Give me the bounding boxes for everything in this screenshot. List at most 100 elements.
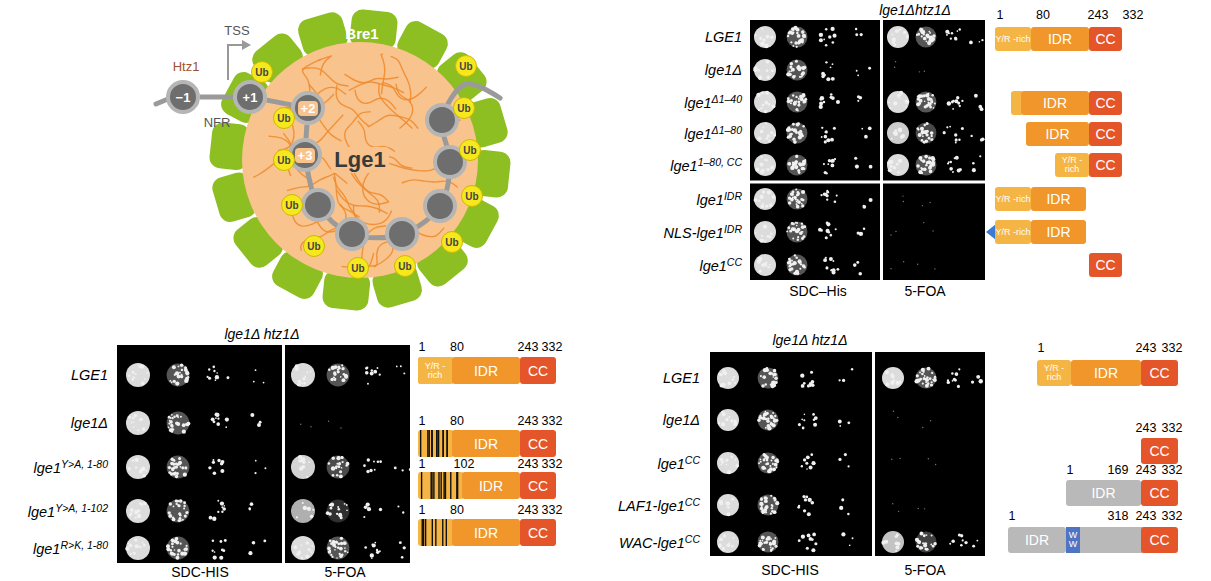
yeast-colony bbox=[135, 458, 139, 462]
node-text: Ub bbox=[277, 113, 290, 124]
yeast-colony bbox=[134, 538, 137, 541]
yeast-colony bbox=[184, 547, 188, 551]
yeast-colony bbox=[767, 469, 771, 473]
yeast-colony bbox=[298, 380, 301, 383]
yeast-colony bbox=[175, 381, 179, 385]
node-text: CC bbox=[1149, 532, 1169, 548]
residue-number: 243 bbox=[518, 414, 539, 428]
yeast-spot bbox=[167, 412, 190, 435]
yeast-colony bbox=[763, 127, 765, 129]
yeast-colony bbox=[863, 227, 866, 230]
coiled-coil-domain: CC bbox=[520, 430, 556, 457]
yeast-colony bbox=[221, 510, 223, 512]
yeast-colony bbox=[861, 128, 863, 130]
yeast-colony bbox=[869, 165, 873, 169]
yeast-colony bbox=[182, 519, 184, 521]
yeast-colony bbox=[920, 167, 922, 169]
residue-number: 80 bbox=[450, 503, 464, 517]
yeast-colony bbox=[890, 373, 894, 377]
yeast-colony bbox=[253, 381, 255, 383]
mutation-stripe bbox=[431, 430, 432, 457]
yeast-colony bbox=[759, 502, 763, 506]
mutation-stripe bbox=[442, 430, 443, 457]
yeast-spot bbox=[916, 27, 937, 48]
yeast-colony bbox=[800, 38, 804, 42]
node-text: CC bbox=[1095, 257, 1115, 273]
yeast-colony bbox=[208, 466, 211, 469]
yeast-colony bbox=[801, 418, 803, 420]
yeast-colony bbox=[957, 102, 960, 105]
yeast-colony bbox=[147, 371, 149, 373]
node-text: CC bbox=[1095, 126, 1115, 142]
yeast-colony bbox=[825, 61, 827, 63]
yeast-colony bbox=[814, 542, 817, 545]
yeast-colony bbox=[174, 549, 176, 551]
label-text: NLS-lge1 bbox=[663, 225, 723, 241]
node-text: CC bbox=[528, 478, 548, 494]
genotype-superscript: Y>A, 1-80 bbox=[61, 458, 108, 470]
residue-number: 332 bbox=[542, 414, 563, 428]
yeast-colony bbox=[758, 136, 762, 140]
yeast-spot bbox=[167, 364, 190, 387]
yeast-colony bbox=[224, 539, 227, 542]
yeast-colony bbox=[890, 268, 891, 269]
yeast-colony bbox=[931, 156, 935, 160]
yeast-colony bbox=[799, 76, 801, 78]
yeast-colony bbox=[766, 69, 769, 72]
yeast-colony bbox=[761, 466, 765, 470]
node-text: Ub bbox=[398, 261, 411, 272]
label-text: 80 bbox=[1036, 8, 1050, 22]
coiled-coil-domain: CC bbox=[520, 472, 556, 499]
label-text: 80 bbox=[450, 503, 464, 517]
yeast-colony bbox=[841, 532, 845, 536]
yeast-colony bbox=[340, 537, 343, 540]
label-text: 318 bbox=[1108, 509, 1129, 523]
yeast-colony bbox=[853, 263, 857, 267]
yeast-colony bbox=[725, 501, 727, 503]
plate-background bbox=[285, 345, 410, 563]
yeast-colony bbox=[916, 164, 920, 168]
yeast-colony bbox=[827, 163, 829, 165]
yeast-colony bbox=[762, 239, 764, 241]
yeast-colony bbox=[761, 239, 764, 242]
yeast-colony bbox=[129, 544, 133, 548]
panel-title: lge1Δhtz1Δ bbox=[879, 2, 951, 18]
node-text: IDR bbox=[474, 363, 498, 379]
yeast-colony bbox=[213, 366, 216, 369]
yeast-colony bbox=[722, 369, 726, 373]
yeast-colony bbox=[798, 423, 801, 426]
genotype-superscript: Y>A, 1-102 bbox=[55, 502, 108, 514]
yeast-colony bbox=[168, 423, 170, 425]
plate-background bbox=[710, 352, 872, 556]
yeast-colony bbox=[173, 380, 176, 383]
yeast-colony bbox=[755, 232, 757, 234]
plate-image bbox=[875, 352, 985, 556]
yeast-colony bbox=[771, 385, 774, 388]
yeast-colony bbox=[771, 69, 774, 72]
yeast-colony bbox=[855, 33, 858, 36]
lge1-fibre bbox=[344, 74, 398, 83]
yeast-colony bbox=[820, 96, 824, 100]
yeast-colony bbox=[371, 369, 373, 371]
ubiquitin-mark: Ub bbox=[251, 61, 273, 83]
yeast-colony bbox=[212, 461, 215, 464]
yeast-colony bbox=[951, 32, 953, 34]
yeast-colony bbox=[895, 231, 896, 232]
yeast-colony bbox=[762, 190, 765, 193]
yeast-colony bbox=[890, 381, 894, 385]
yeast-colony bbox=[336, 513, 338, 515]
yeast-colony bbox=[802, 163, 805, 166]
mutation-stripe bbox=[436, 430, 437, 457]
yeast-spot bbox=[717, 494, 739, 516]
label-text: 332 bbox=[542, 414, 563, 428]
yeast-colony bbox=[178, 457, 181, 460]
coiled-coil-domain: CC bbox=[520, 357, 556, 384]
yeast-colony bbox=[797, 104, 800, 107]
yeast-colony bbox=[919, 546, 923, 550]
yeast-spot bbox=[291, 363, 315, 387]
yeast-colony bbox=[399, 541, 402, 544]
yeast-colony bbox=[797, 506, 800, 509]
yeast-colony bbox=[376, 551, 379, 554]
residue-number: 318 bbox=[1108, 509, 1129, 523]
yeast-colony bbox=[181, 369, 183, 371]
